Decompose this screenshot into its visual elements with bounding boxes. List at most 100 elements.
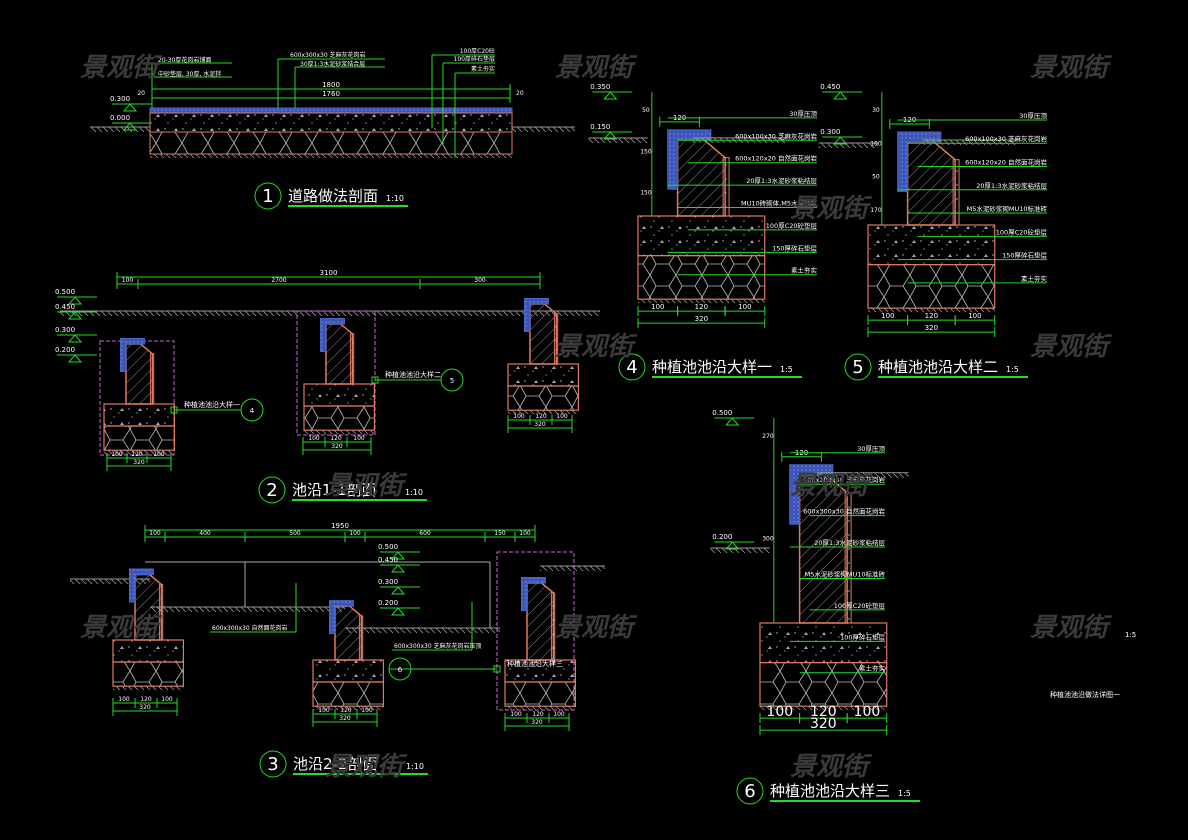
ground-hatch (512, 127, 575, 132)
level-label: 0.500 (55, 288, 75, 296)
coping-stone (320, 317, 345, 352)
level-label: 0.500 (378, 543, 398, 551)
compacted-soil (508, 410, 579, 415)
side-note-scale: 1:5 (1125, 631, 1136, 639)
dimension-label: 150 (640, 148, 652, 155)
dimension-label: 120 (532, 711, 544, 718)
detail-number-circle (618, 353, 646, 381)
render-layer (349, 333, 355, 385)
note-label: 600x120x20 自然面花岗岩 (735, 154, 817, 163)
dimension-label: 320 (531, 719, 543, 726)
watermark: 景观街 (80, 613, 163, 643)
dimension-label: 320 (331, 443, 343, 450)
level-label: 0.450 (820, 83, 840, 91)
detail-title: 道路做法剖面 (288, 187, 378, 205)
dimension-label: 320 (339, 715, 351, 722)
coping-stone (521, 577, 546, 611)
dimension-label: 100 (738, 303, 751, 311)
dimension-label: 100 (318, 707, 330, 714)
gravel-base (112, 661, 185, 687)
dimension-label: 320 (133, 459, 145, 466)
level-label: 0.300 (55, 326, 75, 334)
note-label: 20厚1:3水泥砂浆粘结层 (814, 538, 885, 547)
render-layer (158, 583, 164, 641)
render-layer (358, 615, 364, 661)
detail-scale: 1:10 (406, 762, 424, 771)
note-label: 600x100x30 芝麻灰花岗岩 (803, 475, 885, 484)
ground-hatch (70, 579, 150, 584)
note-label: 100厚碎石垫层 (454, 55, 495, 63)
level-marker-icon (603, 131, 618, 140)
dimension-label: 150 (494, 530, 506, 537)
brick-wall (325, 323, 354, 385)
paving-layer (149, 107, 513, 114)
dimension-label: 150 (640, 190, 652, 197)
dimension-label: 50 (642, 107, 650, 114)
level-label: 0.450 (55, 303, 75, 311)
ground-hatch (814, 472, 909, 478)
dimension-label: 100 (153, 451, 165, 458)
detail-scale: 1:10 (386, 194, 404, 203)
level-marker-icon (390, 564, 406, 573)
note-label: 20厚1:3水泥砂浆粘结层 (976, 181, 1047, 190)
detail-scale: 1:10 (405, 488, 423, 497)
ground-hatch (588, 138, 648, 143)
gravel-base (507, 385, 580, 411)
dimension-label: 20 (516, 90, 524, 97)
dimension-label: 2700 (271, 277, 286, 284)
brick-wall (125, 343, 154, 405)
dimension-label: 320 (810, 716, 837, 732)
dimension-label: 320 (925, 324, 938, 332)
note-label: 30厚压顶 (789, 110, 817, 118)
dimension-label: 100 (968, 312, 981, 320)
detail-title: 种植池池沿大样二 (878, 358, 998, 376)
note-label: 素土夯实 (1021, 274, 1048, 283)
concrete-footing (112, 639, 185, 663)
detail-title: 池沿2-2剖面 (293, 755, 378, 773)
watermark: 景观街 (790, 752, 873, 782)
callout-text: 种植池池沿大样一 (184, 400, 240, 409)
dimension-label: 100 (118, 696, 130, 703)
dimension-label: 100 (766, 704, 793, 720)
dimension-label: 400 (199, 530, 211, 537)
note-label: 100厚C20砼垫层 (766, 221, 818, 230)
dimension-label: 100 (353, 435, 365, 442)
dimension-label: 100 (870, 140, 882, 147)
dimension-label: 170 (870, 207, 882, 214)
callout-ref: 4 (250, 407, 255, 415)
level-marker-icon (67, 296, 83, 305)
note-label: 30厚压顶 (857, 445, 885, 453)
compacted-soil (760, 706, 887, 711)
compacted-soil (505, 706, 576, 711)
dimension-label: 120 (131, 451, 143, 458)
callout-text: 种植池池沿大样二 (385, 370, 441, 379)
gravel-layer (149, 131, 513, 155)
dimension-label: 120 (340, 707, 352, 714)
compacted-soil (104, 450, 175, 455)
level-marker-icon (67, 334, 83, 343)
dimension-label: 600 (419, 530, 431, 537)
render-layer (149, 353, 155, 405)
dimension-label: 120 (330, 435, 342, 442)
compacted-soil (113, 686, 184, 691)
brick-wall (334, 605, 363, 661)
dimension-label: 1800 (322, 81, 340, 89)
detail-number: 3 (267, 754, 278, 775)
level-label: 0.450 (378, 556, 398, 564)
dimension-label: 270 (762, 433, 774, 440)
level-label: 0.200 (55, 346, 75, 354)
note-label: 素土夯实 (791, 266, 818, 275)
watermark: 景观街 (790, 471, 873, 501)
detail-scale: 1:5 (898, 789, 911, 798)
level-label: 0.200 (712, 533, 732, 541)
dimension-label: 3100 (320, 269, 338, 277)
level-marker-icon (122, 122, 138, 131)
gravel-base (504, 681, 577, 707)
brick-wall (529, 303, 558, 365)
watermark: 景观街 (80, 53, 163, 83)
note-label: 600x300x30 芝麻灰花岗岩 (290, 51, 366, 59)
note-label: 中砂垫层, 30厚, 水泥拌 (158, 70, 221, 78)
dimension-label: 100 (881, 312, 894, 320)
watermark: 景观街 (1030, 332, 1113, 362)
dimension-label: 100 (854, 704, 881, 720)
